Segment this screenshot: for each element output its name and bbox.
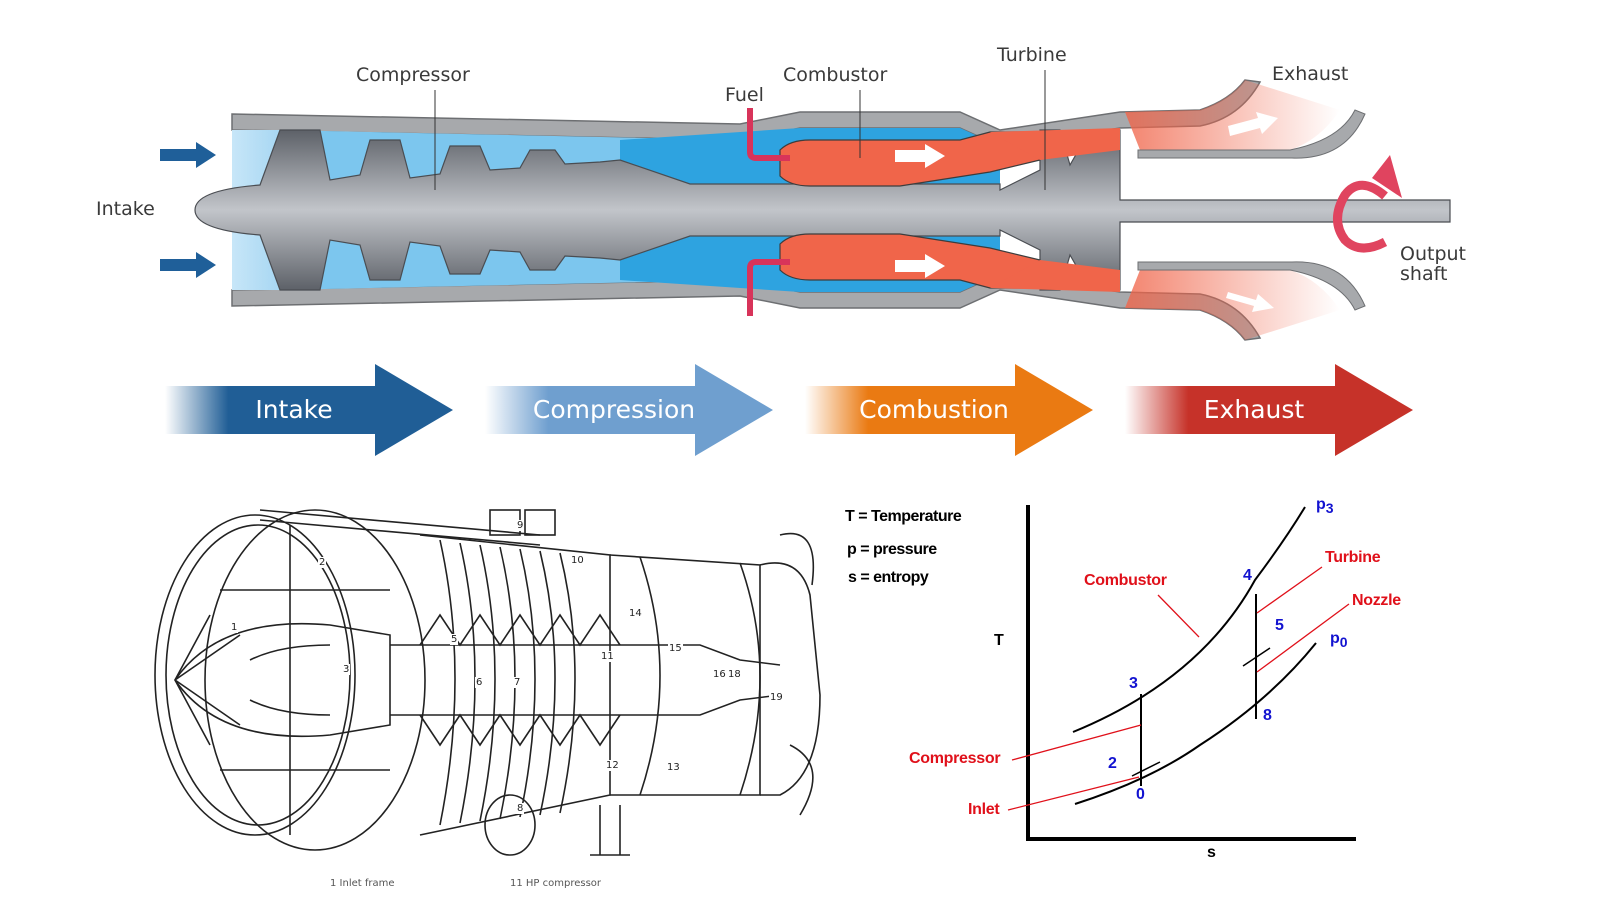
part-number-callout: 8 <box>516 803 525 814</box>
turbine-hot-bottom <box>990 260 1120 292</box>
output-shaft-label-line1: Output <box>1400 243 1466 265</box>
turbine-hot-top <box>990 128 1120 160</box>
stage-arrow-shape <box>485 364 773 456</box>
part-number-callout: 6 <box>475 677 484 688</box>
rotation-arrowhead-icon <box>1372 155 1402 198</box>
stage-arrow-compression: Compression <box>485 364 773 456</box>
part-number-callout: 1 <box>230 622 239 633</box>
combustor-label: Combustor <box>783 64 888 86</box>
state-5-tick <box>1242 647 1271 667</box>
legend-pressure: p = pressure <box>847 541 937 558</box>
isobar-label-p0: p0 <box>1330 630 1348 650</box>
state-point-0: 0 <box>1136 786 1145 803</box>
inlet-leader-line <box>1007 776 1140 811</box>
cutaway-caption-2: 11 HP compressor <box>510 878 602 889</box>
legend-entropy: s = entropy <box>848 569 929 586</box>
isobar-label-p3: p3 <box>1316 496 1334 516</box>
part-number-callout: 9 <box>516 520 525 531</box>
exhaust-plume-top <box>1125 80 1340 150</box>
stage-arrow-combustion: Combustion <box>805 364 1093 456</box>
part-number-callout: 10 <box>570 555 585 566</box>
part-number-callout: 12 <box>605 760 620 771</box>
fuel-line-bottom <box>747 259 790 316</box>
cutaway-caption-1: 1 Inlet frame <box>330 878 395 889</box>
flow-arrow-icon <box>895 254 945 278</box>
state-point-8: 8 <box>1263 707 1272 724</box>
nozzle-leader-line <box>1256 603 1350 673</box>
stage-label: Intake <box>255 395 333 424</box>
flow-arrow-icon <box>1226 292 1274 312</box>
part-number-callout: 7 <box>513 677 522 688</box>
component-label-compressor: Compressor <box>909 750 1001 767</box>
state-point-2: 2 <box>1108 755 1117 772</box>
stage-label: Exhaust <box>1203 395 1305 424</box>
nose-cone <box>174 622 391 738</box>
part-number-callout: 16 <box>712 669 727 680</box>
isobar-p0 <box>1074 642 1317 805</box>
rotation-arrow-icon <box>1333 180 1388 253</box>
turbine-label: Turbine <box>997 44 1067 66</box>
state-2-tick <box>1131 761 1161 777</box>
intake-arrow-icon <box>160 142 216 168</box>
y-axis-label: T <box>994 632 1004 649</box>
flow-arrow-icon <box>895 144 945 168</box>
part-number-callout: 5 <box>450 634 459 645</box>
isobar-p0-sub: 0 <box>1339 634 1348 651</box>
turbine-leader-line <box>1256 566 1323 614</box>
component-label-combustor: Combustor <box>1084 572 1167 589</box>
engine-schematic <box>160 70 1451 341</box>
isobar-p0-base: p <box>1330 630 1340 647</box>
isobar-p3-base: p <box>1316 496 1326 513</box>
turbine-casing <box>759 562 821 796</box>
part-number-callout: 14 <box>628 608 643 619</box>
exhaust-plume-bottom <box>1125 270 1340 340</box>
inlet-flange <box>204 509 426 851</box>
exhaust-label: Exhaust <box>1272 63 1349 85</box>
exhaust-duct-top <box>1137 109 1366 159</box>
intake-arrow-icon <box>160 252 216 278</box>
part-number-callout: 11 <box>600 651 615 662</box>
stage-arrow-shape <box>1125 364 1413 456</box>
fuel-line-top <box>747 108 790 161</box>
component-label-nozzle: Nozzle <box>1352 592 1401 609</box>
stage-arrow-shape <box>165 364 453 456</box>
spool-body <box>194 129 1451 291</box>
state-point-5: 5 <box>1275 617 1284 634</box>
stage-label: Compression <box>532 395 696 424</box>
legend-temperature: T = Temperature <box>845 508 962 525</box>
part-number-callout: 13 <box>666 762 681 773</box>
compressor-label: Compressor <box>356 64 470 86</box>
isobar-p3 <box>1072 506 1306 733</box>
combustor-leader-line <box>1157 594 1200 638</box>
flow-arrow-icon <box>1228 112 1278 136</box>
component-label-inlet: Inlet <box>968 801 1000 818</box>
stage-arrow-shape <box>805 364 1093 456</box>
stage-arrow-intake: Intake <box>165 364 453 456</box>
stage-label: Combustion <box>859 395 1009 424</box>
output-shaft-label: Output shaft <box>1400 244 1466 284</box>
state-point-4: 4 <box>1243 567 1252 584</box>
isobar-p3-sub: 3 <box>1325 500 1334 517</box>
inlet-ring <box>154 514 356 836</box>
component-label-turbine: Turbine <box>1325 549 1381 566</box>
compressor-leader-line <box>1011 724 1142 761</box>
stage-arrow-exhaust: Exhaust <box>1125 364 1413 456</box>
intake-label: Intake <box>96 198 155 220</box>
engine-cutaway-drawing <box>154 509 821 856</box>
x-axis-label: s <box>1207 844 1216 861</box>
part-number-callout: 15 <box>668 643 683 654</box>
state-point-3: 3 <box>1129 675 1138 692</box>
part-number-callout: 2 <box>318 557 327 568</box>
output-shaft-label-line2: shaft <box>1400 263 1448 285</box>
part-number-callout: 3 <box>342 664 351 675</box>
top-pipe <box>259 509 541 546</box>
compressor-casing <box>419 534 611 836</box>
fuel-label: Fuel <box>725 84 764 106</box>
exhaust-duct-bottom <box>1137 261 1366 311</box>
part-number-callout: 18 <box>727 669 742 680</box>
part-number-callout: 19 <box>769 692 784 703</box>
